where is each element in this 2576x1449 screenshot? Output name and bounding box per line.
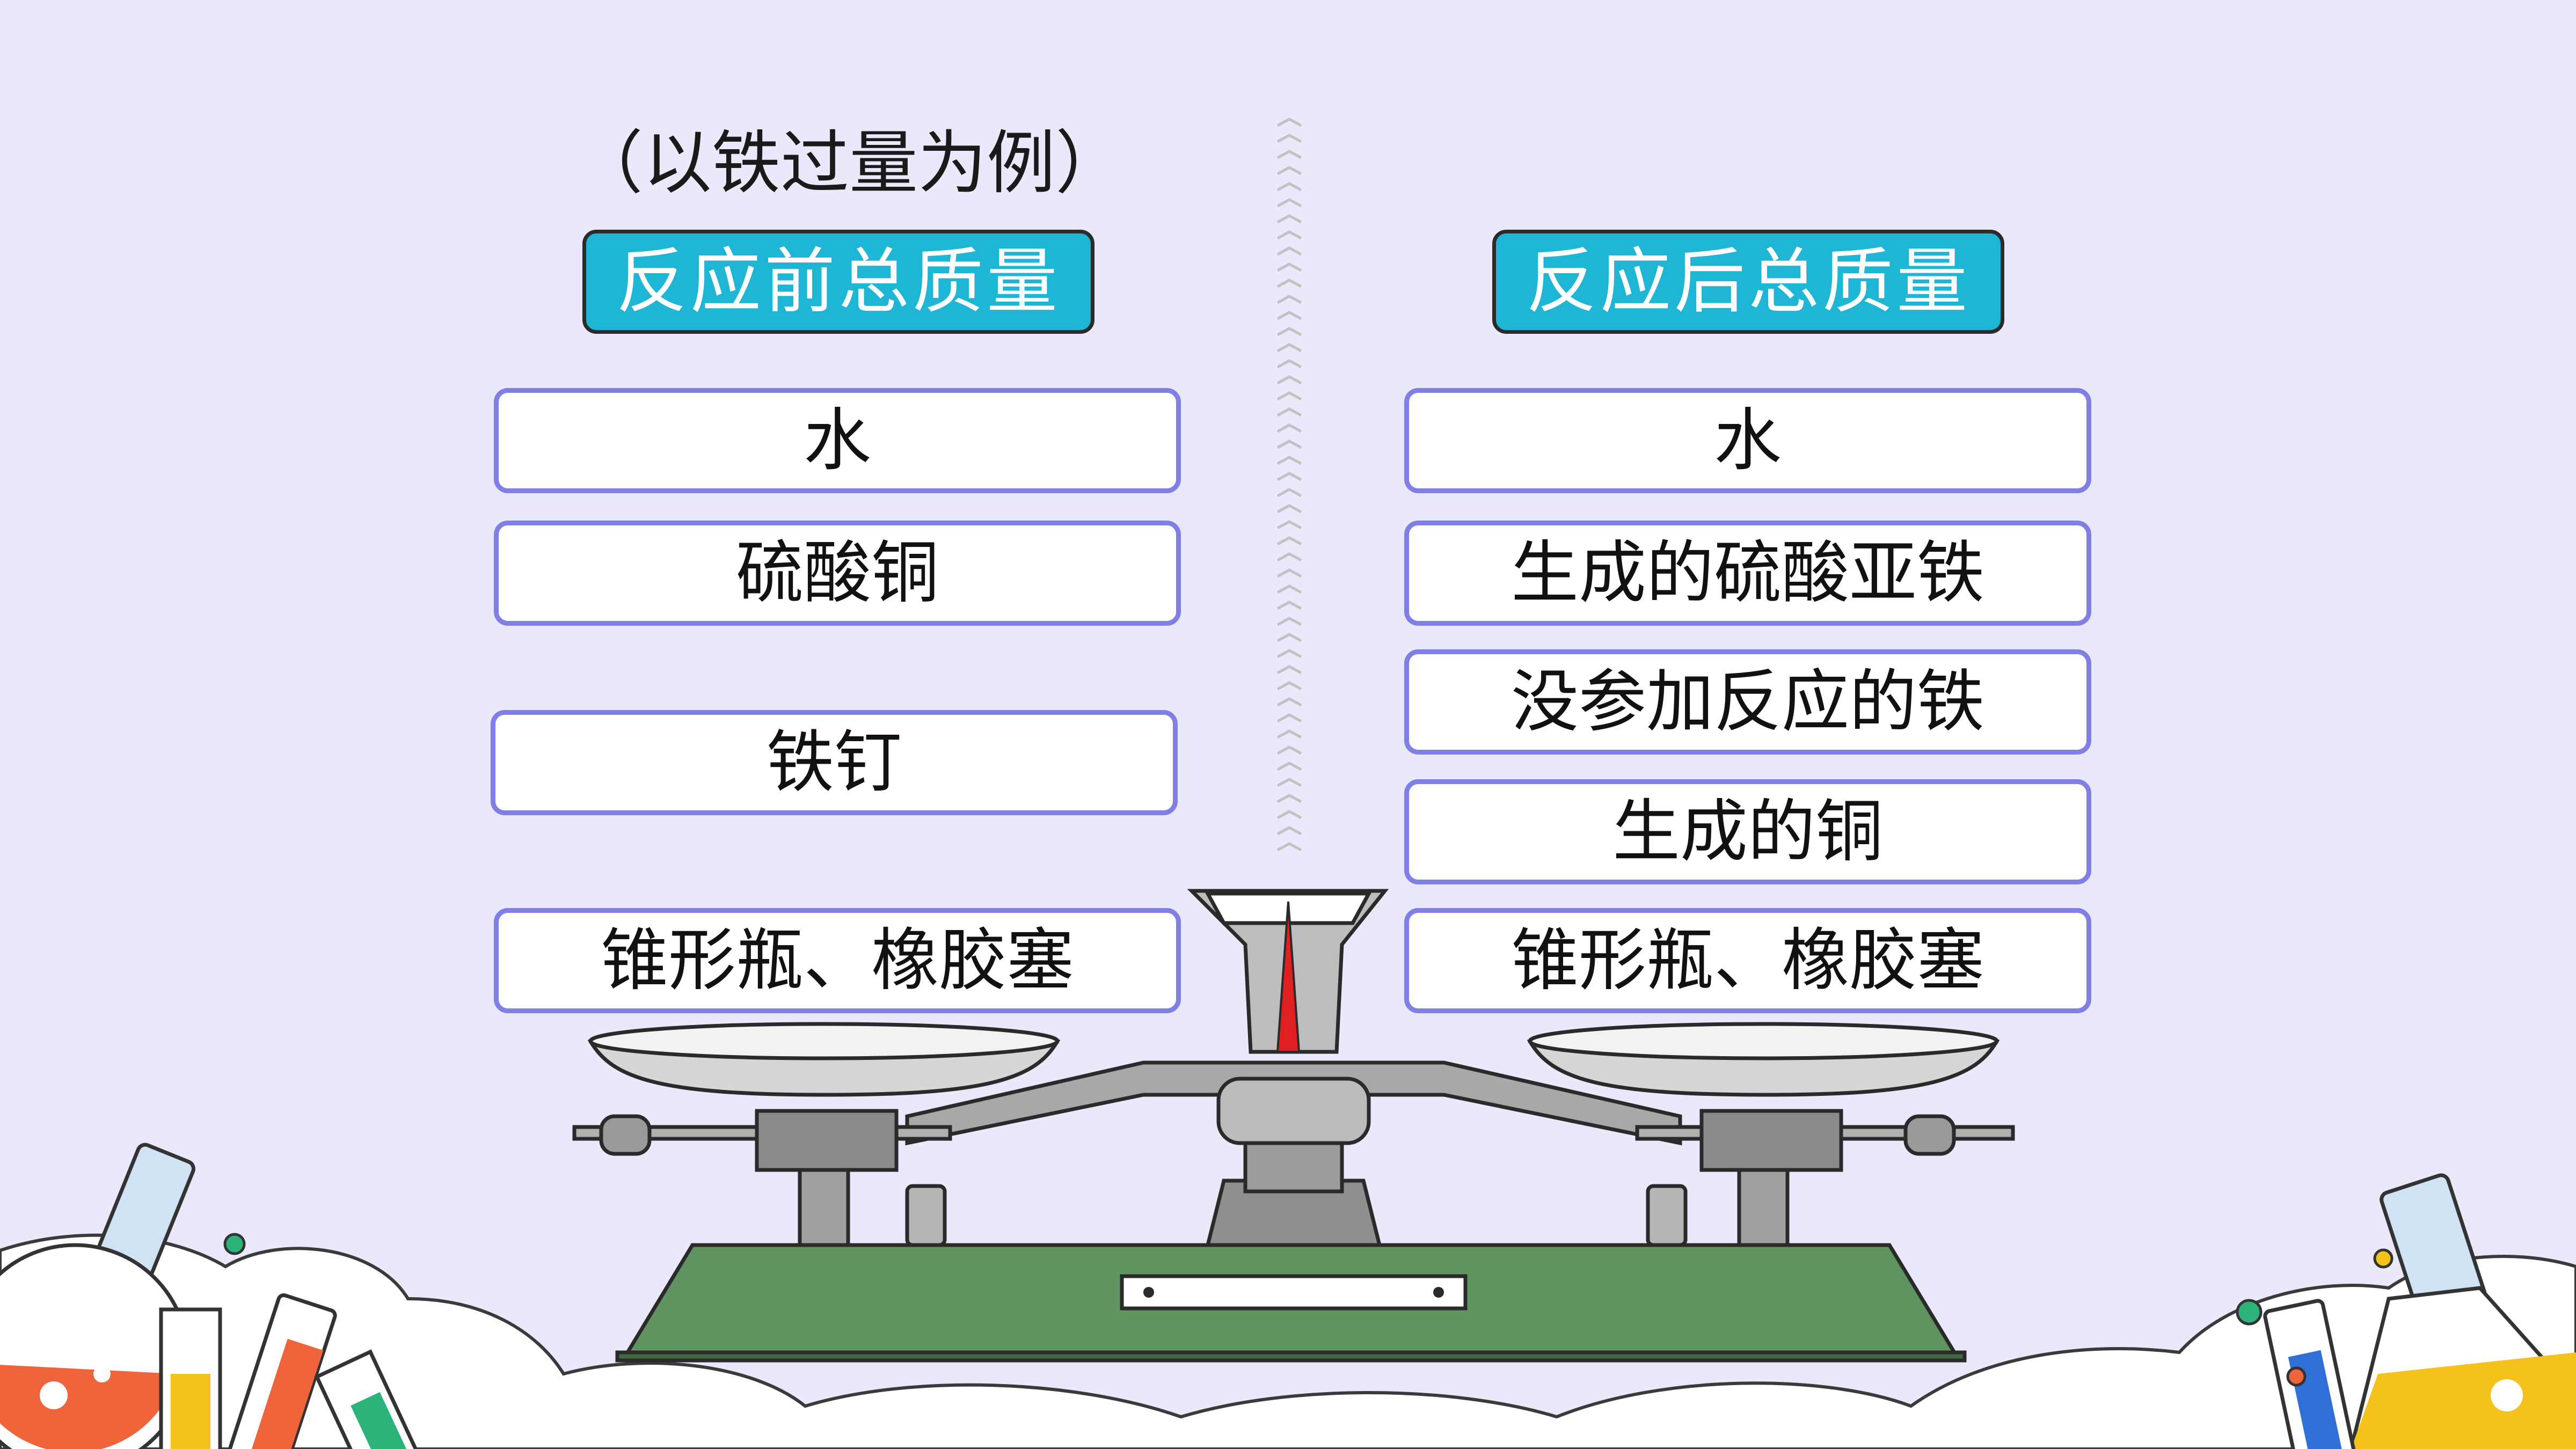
chevron-mark [1276,488,1302,497]
chevron-mark [1276,584,1302,594]
chevron-mark [1276,649,1302,658]
before-total-mass-header: 反应前总质量 [582,230,1094,334]
after-item-water: 水 [1404,388,2091,493]
before-item-iron-nail: 铁钉 [491,710,1178,815]
cloud-ground [0,1233,2576,1449]
chevron-mark [1276,150,1302,159]
after-item-copper: 生成的铜 [1404,779,2091,884]
chevron-mark [1276,214,1302,224]
chevron-mark [1276,407,1302,417]
chevron-mark [1276,697,1302,707]
chevron-mark [1276,182,1302,192]
chevron-mark [1276,375,1302,385]
chevron-mark [1276,391,1302,401]
chevron-mark [1276,262,1302,272]
before-item-flask-stopper: 锥形瓶、橡胶塞 [494,908,1181,1013]
chevron-mark [1276,198,1302,208]
chevron-mark [1276,633,1302,642]
chevron-mark [1276,311,1302,320]
chevron-mark [1276,681,1302,691]
chevron-mark [1276,762,1302,771]
chevron-mark [1276,617,1302,626]
chevron-mark [1276,826,1302,836]
chevron-mark [1276,456,1302,465]
chevron-mark [1276,166,1302,175]
divider-chevrons [1276,118,1302,852]
chevron-mark [1276,118,1302,127]
chevron-mark [1276,246,1302,256]
chevron-mark [1276,778,1302,787]
chevron-mark [1276,810,1302,819]
chevron-mark [1276,745,1302,755]
lab-scene [0,889,2576,1449]
chevron-mark [1276,842,1302,852]
chevron-mark [1276,552,1302,562]
chevron-mark [1276,295,1302,304]
chevron-mark [1276,279,1302,288]
chevron-mark [1276,520,1302,530]
before-item-water: 水 [494,388,1181,493]
chevron-mark [1276,504,1302,514]
chevron-mark [1276,665,1302,675]
flask-left-illustration [0,1143,432,1449]
chevron-mark [1276,230,1302,240]
chevron-mark [1276,568,1302,578]
chevron-mark [1276,134,1302,143]
before-item-copper-sulfate: 硫酸铜 [494,521,1181,626]
chevron-mark [1276,536,1302,546]
chevron-mark [1276,794,1302,803]
chevron-mark [1276,440,1302,449]
example-note: （以铁过量为例） [574,123,1125,203]
after-item-ferrous-sulfate: 生成的硫酸亚铁 [1404,521,2091,626]
chevron-mark [1276,359,1302,369]
after-total-mass-header: 反应后总质量 [1492,230,2004,334]
balance-scale-illustration [572,889,2015,1363]
chevron-mark [1276,343,1302,353]
chevron-mark [1276,327,1302,336]
after-item-unreacted-iron: 没参加反应的铁 [1404,649,2091,755]
chevron-mark [1276,713,1302,723]
chevron-mark [1276,423,1302,433]
chevron-mark [1276,601,1302,610]
after-item-flask-stopper: 锥形瓶、橡胶塞 [1404,908,2091,1013]
chevron-mark [1276,472,1302,481]
flask-right-illustration [2236,1173,2576,1449]
chevron-mark [1276,729,1302,739]
